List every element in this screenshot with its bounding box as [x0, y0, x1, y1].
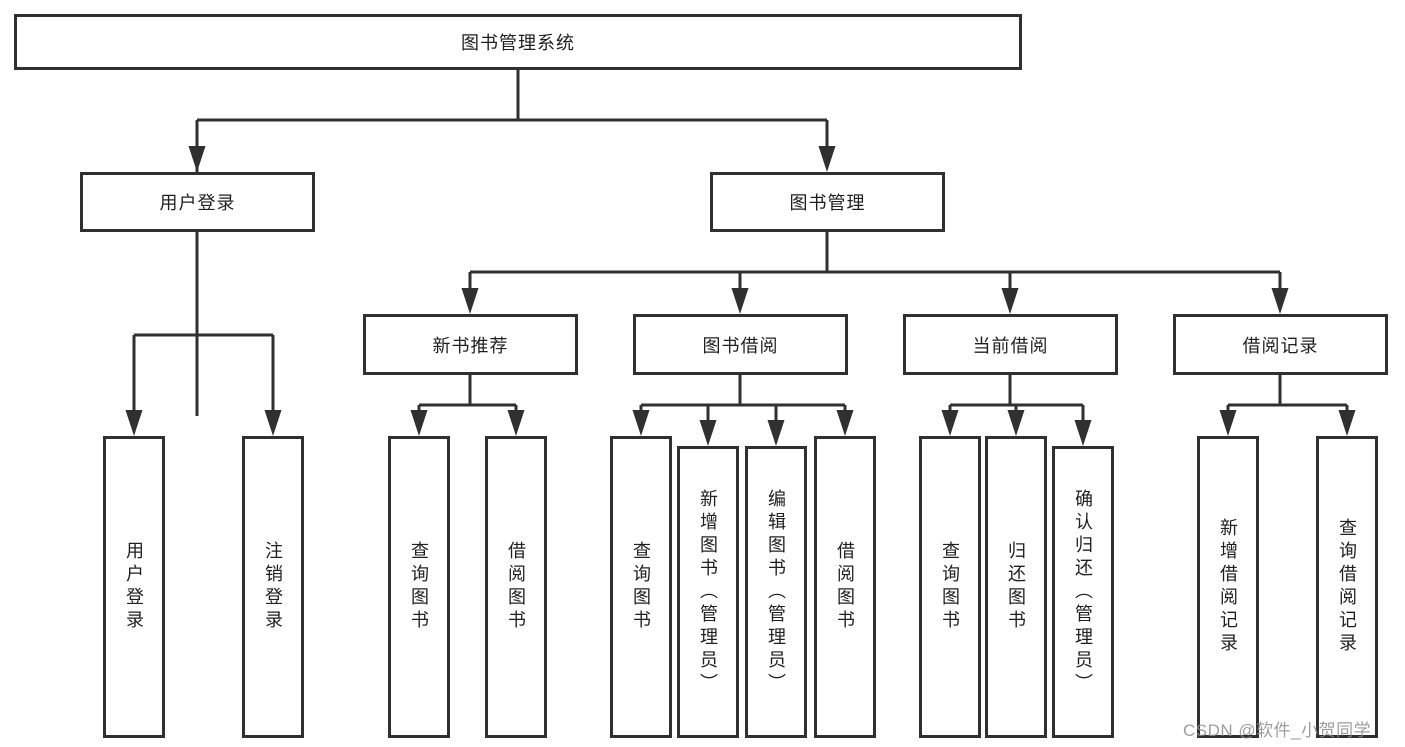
arrow-down-icon: [1219, 410, 1237, 436]
arrow-down-icon: [767, 420, 785, 446]
leaf-borrow-books: 借阅图书: [814, 436, 876, 738]
leaf-logout: 注销登录: [242, 436, 304, 738]
arrow-down-icon: [188, 146, 206, 172]
node-borrowing-records: 借阅记录: [1173, 314, 1388, 375]
arrow-down-icon: [507, 410, 525, 436]
node-new-book-recommend: 新书推荐: [363, 314, 578, 375]
node-user-login: 用户登录: [80, 172, 315, 232]
arrow-down-icon: [125, 410, 143, 436]
arrow-down-icon: [699, 420, 717, 446]
connector-lines: [132, 70, 1349, 428]
arrow-down-icon: [836, 410, 854, 436]
leaf-return-books: 归还图书: [985, 436, 1047, 738]
leaf-add-books-admin: 新增图书（管理员）: [677, 446, 739, 738]
arrow-down-icon: [1001, 288, 1019, 314]
arrow-down-icon: [1007, 410, 1025, 436]
csdn-watermark: CSDN @软件_小贺同学: [1183, 721, 1372, 740]
arrow-down-icon: [461, 288, 479, 314]
arrow-down-icon: [410, 410, 428, 436]
node-root-library-system: 图书管理系统: [14, 14, 1022, 70]
arrow-down-icon: [264, 410, 282, 436]
node-book-management: 图书管理: [710, 172, 945, 232]
arrow-down-icon: [731, 288, 749, 314]
leaf-edit-books-admin: 编辑图书（管理员）: [745, 446, 807, 738]
leaf-borrow-books-recommend: 借阅图书: [485, 436, 547, 738]
leaf-add-borrow-record: 新增借阅记录: [1197, 436, 1259, 738]
node-current-borrowing: 当前借阅: [903, 314, 1118, 375]
leaf-confirm-return-admin: 确认归还（管理员）: [1052, 446, 1114, 738]
leaf-user-login: 用户登录: [103, 436, 165, 738]
arrow-down-icon: [1338, 410, 1356, 436]
arrowheads: [125, 146, 1356, 446]
leaf-query-borrow-record: 查询借阅记录: [1316, 436, 1378, 738]
node-book-borrowing: 图书借阅: [633, 314, 848, 375]
arrow-down-icon: [1074, 420, 1092, 446]
leaf-query-books-current: 查询图书: [919, 436, 981, 738]
arrow-down-icon: [632, 410, 650, 436]
leaf-query-books-borrowing: 查询图书: [610, 436, 672, 738]
leaf-query-books-recommend: 查询图书: [388, 436, 450, 738]
arrow-down-icon: [941, 410, 959, 436]
arrow-down-icon: [818, 146, 836, 172]
arrow-down-icon: [1271, 288, 1289, 314]
